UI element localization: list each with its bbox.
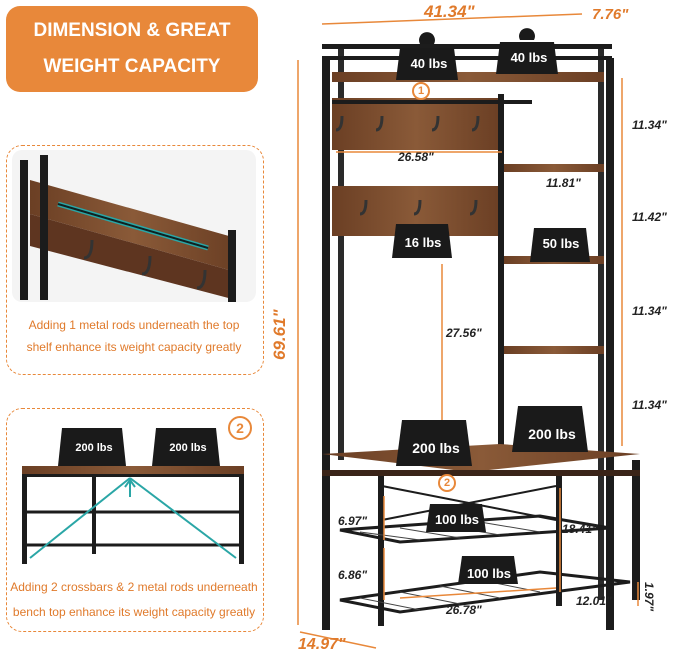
dimension-lines [297, 13, 639, 649]
detail-panel-1 [6, 145, 264, 375]
panel-2-number: 2 [228, 416, 252, 440]
weight-top-right: 40 lbs [510, 50, 548, 65]
dim-lower-gap-2: 6.86" [338, 568, 368, 582]
weight-lower-shelf: 100 lbs [434, 512, 480, 527]
dim-depth-top: 7.76" [592, 6, 629, 23]
title-banner: DIMENSION & GREAT WEIGHT CAPACITY [6, 6, 258, 92]
weight-bottom-shelf: 100 lbs [466, 566, 512, 581]
weight-side-bench: 200 lbs [528, 426, 576, 442]
title-line-1: DIMENSION & GREAT [33, 20, 231, 41]
panel-2-weight-right: 200 lbs [169, 442, 207, 454]
weight-top-left: 40 lbs [410, 56, 448, 71]
panel-1-closeup [12, 150, 256, 302]
panel-2-weight-left: 200 lbs [75, 442, 113, 454]
dim-width: 41.34" [424, 2, 475, 21]
dim-depth-bottom: 14.97" [298, 636, 346, 653]
panel-1-caption-line-2: shelf enhance its weight capacity greatl… [26, 340, 242, 354]
dim-height: 69.61" [270, 309, 289, 360]
dim-gap-4: 11.34" [632, 398, 667, 412]
title-line-2: WEIGHT CAPACITY [43, 56, 221, 77]
weight-icons [58, 28, 590, 584]
dim-shelf-width: 11.81" [546, 176, 581, 190]
hall-tree-rack [322, 44, 640, 630]
dim-bench-width: 26.78" [446, 603, 482, 617]
dim-gap-3: 11.34" [632, 304, 667, 318]
weight-hooks: 16 lbs [404, 235, 442, 250]
dim-foot: 1.97" [642, 582, 656, 612]
weight-bench: 200 lbs [412, 440, 460, 456]
dim-gap-2: 11.42" [632, 210, 667, 224]
weight-shelf: 50 lbs [542, 236, 580, 251]
detail-panel-2 [6, 408, 264, 632]
marker-2: 2 [438, 474, 456, 492]
dim-lower-gap-1: 6.97" [338, 514, 368, 528]
dim-hook-panel: 26.58" [398, 150, 434, 164]
dim-bench-depth: 12.01" [576, 594, 612, 608]
panel-2-caption-line-2: bench top enhance its weight capacity gr… [12, 605, 256, 619]
dim-bench-height: 18.41" [562, 522, 598, 536]
panel-2-bench [22, 466, 244, 564]
marker-1: 1 [412, 82, 430, 100]
panel-1-caption-line-1: Adding 1 metal rods underneath the top [28, 318, 240, 332]
panel-2-caption-line-1: Adding 2 crossbars & 2 metal rods undern… [10, 580, 258, 594]
dim-inner-height: 27.56" [446, 326, 482, 340]
dim-gap-1: 11.34" [632, 118, 667, 132]
